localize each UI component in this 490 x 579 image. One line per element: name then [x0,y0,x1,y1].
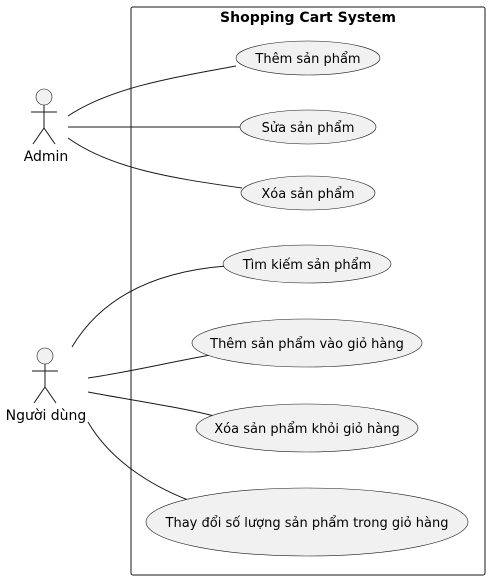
association-user-uc4 [71,265,227,348]
association-admin-uc1 [67,65,237,117]
actor-admin-label: Admin [24,149,69,165]
actor-admin-head [35,88,53,106]
associations [67,65,243,501]
use-case-7-label: Thay đổi số lượng sản phẩm trong giỏ hàn… [165,516,449,531]
association-user-uc5 [87,353,217,379]
actor-admin[interactable]: Admin [24,88,69,165]
actor-user-head [36,347,54,365]
use-case-5-label: Thêm sản phẩm vào giỏ hàng [209,337,404,352]
actor-user[interactable]: Người dùng [6,347,87,424]
actor-user-label: Người dùng [6,408,87,424]
use-case-2[interactable]: Sửa sản phẩm [239,109,377,145]
system-title: Shopping Cart System [220,10,396,26]
use-case-5[interactable]: Thêm sản phẩm vào giỏ hàng [191,318,423,368]
association-user-uc6 [87,391,219,418]
use-case-4[interactable]: Tìm kiếm sản phẩm [222,244,392,284]
association-admin-uc3 [67,137,243,189]
use-case-4-label: Tìm kiếm sản phẩm [242,258,372,273]
use-case-3-label: Xóa sản phẩm [261,187,354,202]
use-case-3[interactable]: Xóa sản phẩm [240,175,376,211]
use-case-1[interactable]: Thêm sản phẩm [235,40,381,76]
use-case-2-label: Sửa sản phẩm [262,121,355,136]
association-user-uc7 [87,421,189,501]
use-case-1-label: Thêm sản phẩm [254,52,360,67]
use-case-7[interactable]: Thay đổi số lượng sản phẩm trong giỏ hàn… [145,487,469,557]
use-case-6[interactable]: Xóa sản phẩm khỏi giỏ hàng [195,403,419,453]
use-case-6-label: Xóa sản phẩm khỏi giỏ hàng [214,422,399,437]
